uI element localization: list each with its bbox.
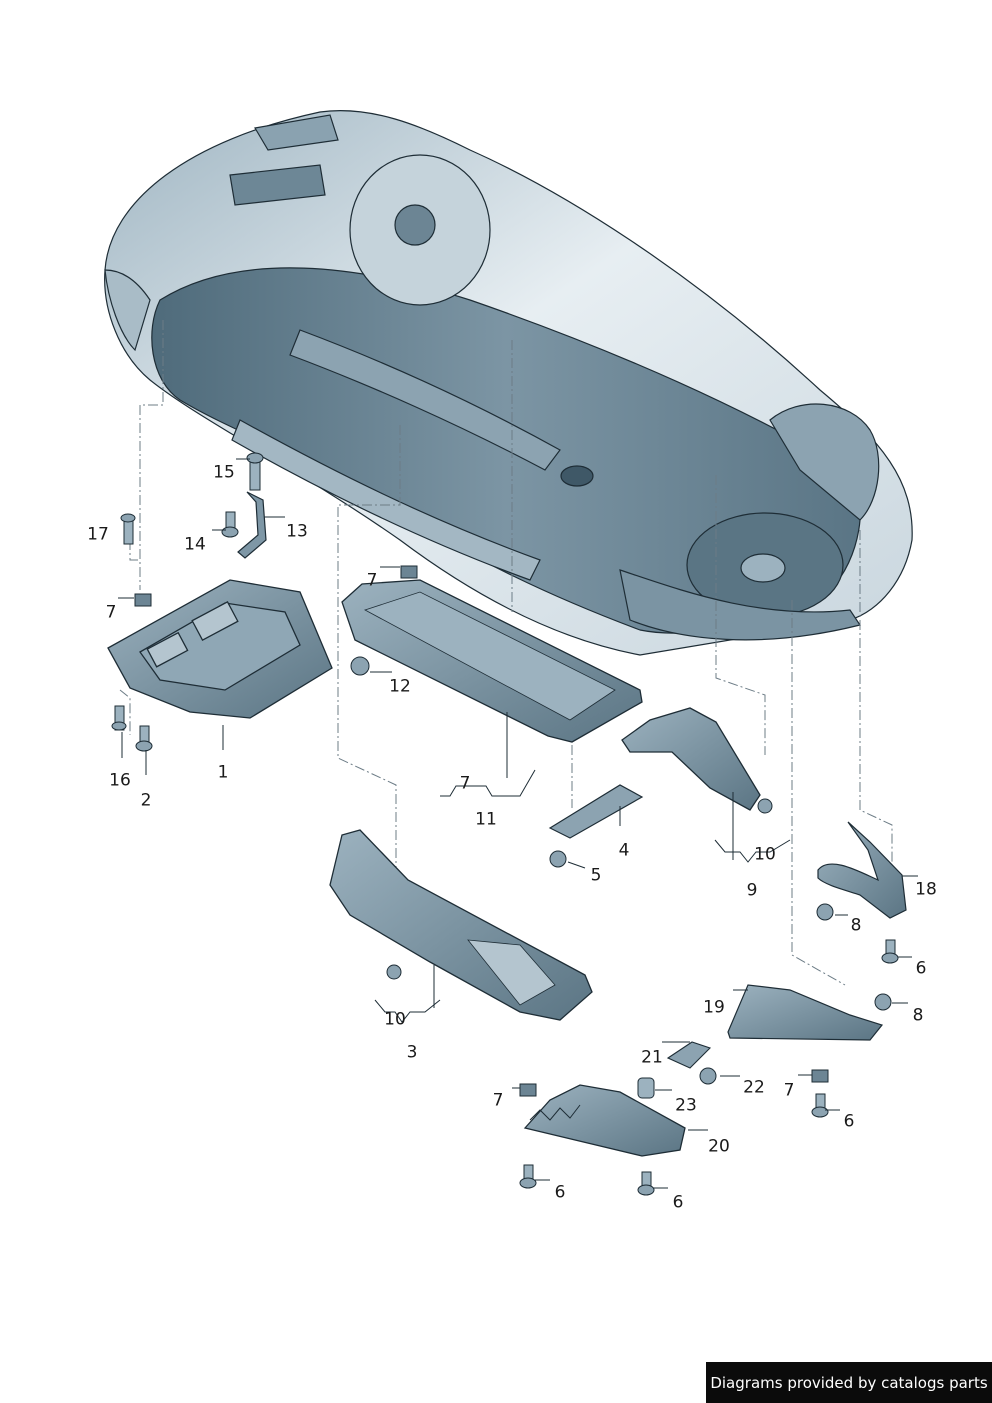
callout-7-a: 7: [105, 602, 117, 623]
callout-4: 4: [618, 840, 630, 861]
callout-2: 2: [140, 790, 152, 811]
side-sill: [231, 419, 541, 581]
floor-drain: [560, 465, 594, 487]
callout-18: 18: [915, 879, 937, 900]
callout-1: 1: [217, 762, 229, 783]
callout-10-a: 10: [754, 844, 776, 865]
nut-22: [699, 1067, 717, 1085]
part-3-side-shield: [329, 829, 593, 1021]
callout-6-a: 6: [915, 958, 927, 979]
spare-wheel-hub: [740, 553, 786, 583]
callout-7-e: 7: [492, 1090, 504, 1111]
part-11-center-panel: [341, 579, 643, 743]
bolt-17: [120, 513, 136, 545]
clip-7-b: [400, 565, 418, 579]
callout-17: 17: [87, 524, 109, 545]
callout-7-d: 7: [783, 1080, 795, 1101]
watermark-credit: Diagrams provided by catalogs parts: [706, 1362, 992, 1403]
nut-10-b: [386, 964, 402, 980]
callout-23: 23: [675, 1095, 697, 1116]
callout-5: 5: [590, 865, 602, 886]
rear-wheel-arch: [769, 403, 880, 521]
part-4-heat-shield: [548, 784, 644, 839]
nut-12: [350, 656, 370, 676]
grommet-23: [637, 1077, 655, 1099]
part-18-rear-bracket: [817, 821, 907, 919]
callout-ticks: [118, 458, 918, 1189]
callout-9: 9: [746, 880, 758, 901]
front-lamp: [254, 114, 339, 151]
clip-7-a: [134, 593, 152, 607]
leader-lines: [119, 320, 893, 986]
callout-6-b: 6: [843, 1111, 855, 1132]
callout-11: 11: [475, 809, 497, 830]
callout-13: 13: [286, 521, 308, 542]
front-grille: [229, 164, 326, 206]
callout-6-c: 6: [554, 1182, 566, 1203]
bolt-14: [221, 511, 239, 538]
callout-22: 22: [743, 1077, 765, 1098]
clip-7-c: [811, 1069, 829, 1083]
nut-5: [549, 850, 567, 868]
callout-12: 12: [389, 676, 411, 697]
car-underbody: [104, 110, 913, 656]
part-1-engine-undertray: [107, 579, 333, 719]
callout-15: 15: [213, 462, 235, 483]
part-20-rear-side-shield: [523, 1084, 686, 1157]
part-9-rear-shield: [621, 707, 761, 811]
callout-7-c: 7: [459, 773, 471, 794]
front-bumper: [104, 269, 151, 352]
nut-8-b: [874, 993, 892, 1011]
callout-14: 14: [184, 534, 206, 555]
callout-19: 19: [703, 997, 725, 1018]
nut-8-a: [816, 903, 834, 921]
callout-20: 20: [708, 1136, 730, 1157]
bolt-16: [111, 705, 127, 731]
exhaust-tunnel: [289, 329, 561, 471]
bolt-6-b: [811, 1093, 829, 1118]
callout-10-b: 10: [384, 1009, 406, 1030]
part-19-rear-cover: [727, 984, 884, 1041]
callout-3: 3: [406, 1042, 418, 1063]
clip-7-d: [519, 1083, 537, 1097]
part-13-bracket: [237, 491, 267, 559]
callout-6-d: 6: [672, 1192, 684, 1213]
callout-8-b: 8: [912, 1005, 924, 1026]
bolt-6-d: [637, 1171, 655, 1196]
nut-10-a: [757, 798, 773, 814]
bolt-2: [135, 725, 153, 752]
fasteners: [111, 452, 899, 1196]
callout-8-a: 8: [850, 915, 862, 936]
callout-16: 16: [109, 770, 131, 791]
front-hub: [394, 204, 436, 246]
part-21-clip-plate: [666, 1041, 712, 1069]
bolt-6-a: [881, 939, 899, 964]
bolt-15: [246, 452, 264, 491]
bolt-6-c: [519, 1164, 537, 1189]
callout-7-b: 7: [366, 570, 378, 591]
callout-21: 21: [641, 1047, 663, 1068]
